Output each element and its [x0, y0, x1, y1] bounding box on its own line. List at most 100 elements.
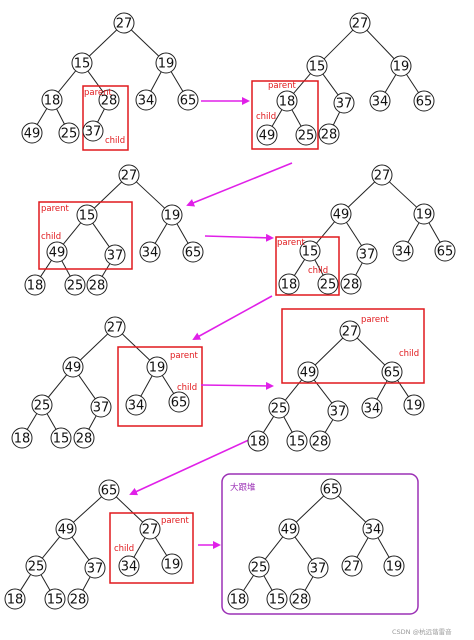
node-circle	[135, 89, 157, 111]
node-circle	[161, 204, 183, 226]
tree-node: 25	[248, 556, 270, 578]
tree-node: 28	[318, 123, 340, 145]
node-circle	[356, 243, 378, 265]
tree-node: 34	[139, 241, 161, 263]
node-circle	[362, 518, 384, 540]
node-value: 27	[142, 523, 159, 538]
node-value: 28	[70, 593, 87, 608]
node-value: 34	[128, 399, 145, 414]
node-circle	[161, 553, 183, 575]
node-value: 28	[292, 593, 309, 608]
node-circle	[62, 356, 84, 378]
node-value: 18	[14, 432, 31, 447]
parent-child-highlight-box	[117, 346, 203, 427]
node-value: 65	[171, 396, 188, 411]
tree-node: 49	[330, 203, 352, 225]
parent-label: parent	[361, 315, 390, 325]
node-value: 28	[76, 432, 93, 447]
node-circle	[25, 555, 47, 577]
node-value: 49	[259, 129, 276, 144]
tree-node: 28	[289, 588, 311, 610]
tree-edge	[406, 74, 419, 93]
tree-edge	[356, 337, 386, 366]
node-circle	[31, 394, 53, 416]
node-circle	[268, 397, 290, 419]
parent-child-highlight-box	[38, 201, 133, 270]
tree-edge	[323, 29, 354, 60]
tree-edge	[295, 495, 325, 523]
node-circle	[76, 204, 98, 226]
tree-edge	[314, 259, 324, 276]
tree-node: 65	[98, 479, 120, 501]
node-circle	[86, 274, 108, 296]
node-circle	[113, 12, 135, 34]
node-circle	[71, 52, 93, 74]
tree-edge	[97, 108, 105, 123]
max-heap-label: 大跟堆	[230, 482, 256, 493]
step-arrow	[129, 432, 265, 496]
tree-node: 28	[98, 89, 120, 111]
node-value: 27	[342, 325, 359, 340]
node-value: 15	[289, 435, 306, 450]
tree-edge	[347, 181, 376, 208]
node-value: 25	[67, 279, 84, 294]
step-arrow	[204, 233, 274, 242]
tree-node: 65	[434, 240, 456, 262]
node-circle	[67, 588, 89, 610]
node-value: 37	[359, 248, 376, 263]
node-circle	[333, 92, 355, 114]
node-circle	[371, 164, 393, 186]
tree-node: 18	[11, 427, 33, 449]
node-value: 15	[53, 432, 70, 447]
node-circle	[4, 588, 26, 610]
parent-child-highlight-box	[281, 308, 425, 384]
tree-node: 49	[256, 124, 278, 146]
parent-label: parent	[268, 81, 297, 91]
node-circle	[118, 164, 140, 186]
tree-edge	[346, 222, 362, 246]
tree-edge	[161, 375, 175, 394]
tree-node: 65	[413, 90, 435, 112]
node-circle	[413, 90, 435, 112]
node-circle	[98, 479, 120, 501]
tree-node: 25	[25, 555, 47, 577]
node-value: 18	[44, 94, 61, 109]
node-circle	[104, 316, 126, 338]
tree-node: 15	[299, 240, 321, 262]
tree-node: 49	[55, 518, 77, 540]
node-value: 27	[121, 169, 138, 184]
node-value: 25	[61, 127, 78, 142]
node-value: 49	[281, 523, 298, 538]
tree-edge	[314, 337, 344, 366]
tree-edge	[57, 70, 77, 93]
node-value: 25	[320, 278, 337, 293]
node-circle	[55, 518, 77, 540]
tree-node: 18	[24, 274, 46, 296]
tree-edge	[140, 375, 153, 397]
node-value: 65	[437, 245, 454, 260]
node-value: 18	[281, 278, 298, 293]
node-value: 49	[49, 246, 66, 261]
node-value: 34	[121, 560, 138, 575]
tree-node: 19	[161, 553, 183, 575]
tree-node: 34	[362, 518, 384, 540]
tree-edge	[356, 537, 369, 558]
tree-edge	[87, 70, 104, 93]
node-circle	[383, 555, 405, 577]
tree-edge	[40, 574, 51, 591]
tree-node: 18	[4, 588, 26, 610]
tree-node: 28	[73, 427, 95, 449]
tree-node: 37	[307, 557, 329, 579]
node-circle	[177, 89, 199, 111]
node-value: 28	[312, 435, 329, 450]
tree-edge	[71, 536, 90, 561]
tree-edge	[407, 222, 420, 243]
node-value: 19	[393, 60, 410, 75]
tree-node: 34	[135, 89, 157, 111]
step-arrow	[200, 381, 274, 390]
node-circle	[64, 274, 86, 296]
node-circle	[276, 90, 298, 112]
tree-edge	[316, 221, 335, 244]
node-value: 19	[406, 399, 423, 414]
